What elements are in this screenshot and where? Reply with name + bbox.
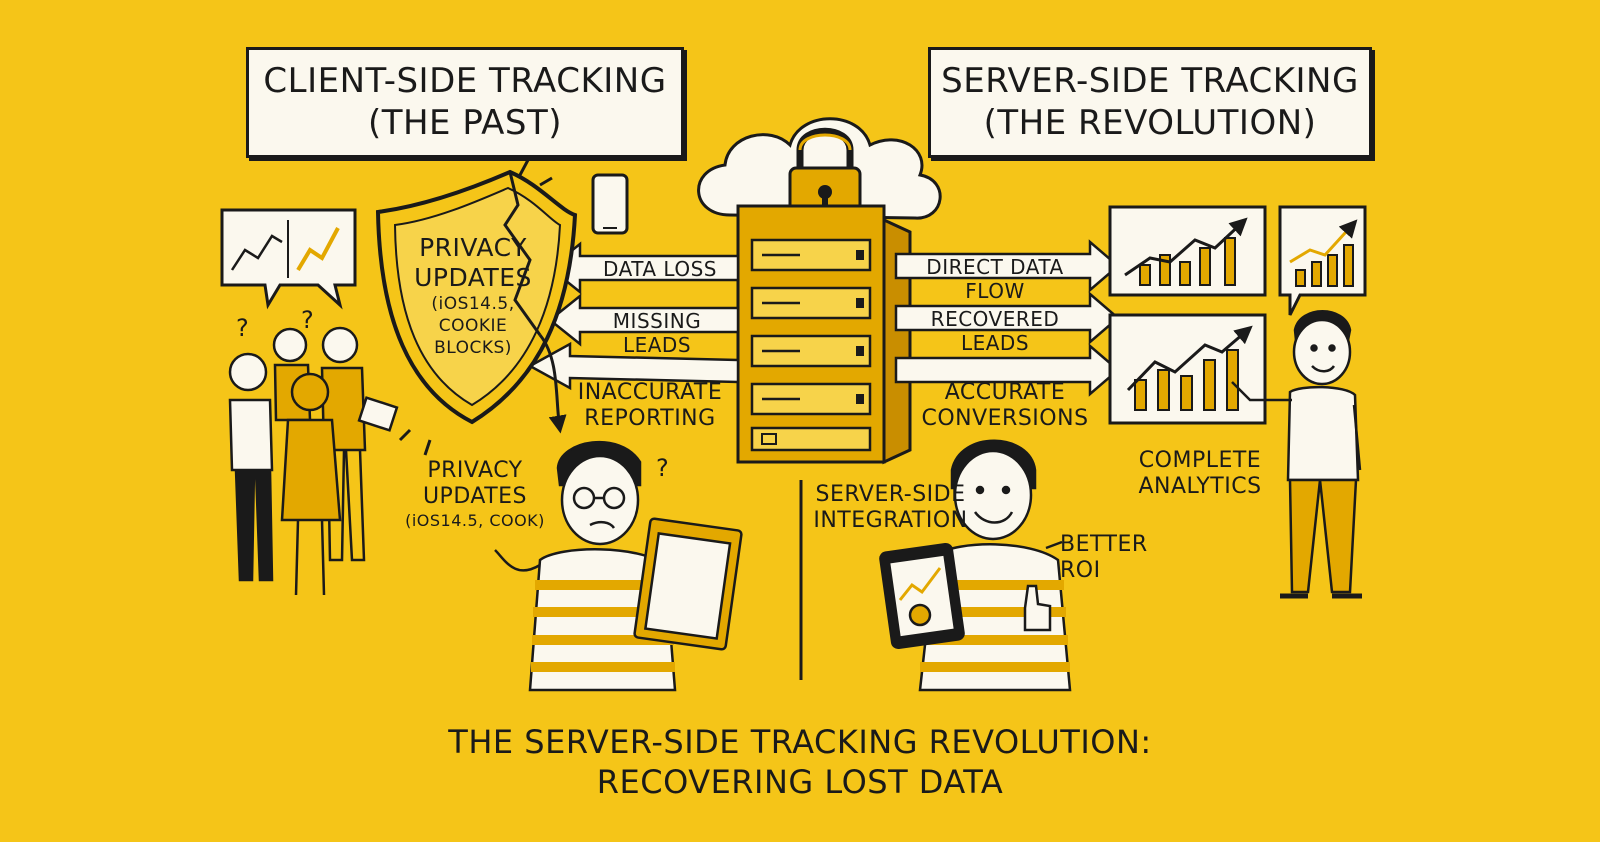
privacy-updates-caption: PRIVACY UPDATES (iOS14.5, COOK) xyxy=(400,458,550,532)
inaccurate-reporting-label: INACCURATE REPORTING xyxy=(570,380,730,432)
left-chart-bubble xyxy=(220,208,357,310)
better-roi-label: BETTER ROI xyxy=(1060,532,1160,584)
server-rack-icon xyxy=(736,204,912,465)
diagram-title: THE SERVER-SIDE TRACKING REVOLUTION: REC… xyxy=(0,722,1600,802)
recovered-leads-arrow xyxy=(894,291,1120,345)
question-marks: ? ? ? xyxy=(236,306,669,482)
server-side-title: SERVER-SIDE TRACKING xyxy=(941,61,1359,101)
privacy-caption-line-1: PRIVACY xyxy=(427,458,523,483)
right-chart-board-main xyxy=(1108,313,1267,425)
shield-line-3: (iOS14.5, xyxy=(431,294,515,314)
better-roi-line-2: ROI xyxy=(1060,558,1101,583)
server-side-integration-label: SERVER-SIDE INTEGRATION xyxy=(808,482,973,534)
svg-text:?: ? xyxy=(236,314,249,342)
client-side-title-box: CLIENT-SIDE TRACKING (THE PAST) xyxy=(246,47,684,158)
complete-analytics-label: COMPLETE ANALYTICS xyxy=(1120,448,1280,500)
accurate-line-2: CONVERSIONS xyxy=(921,406,1089,431)
better-roi-line-1: BETTER xyxy=(1060,532,1148,557)
integration-line-2: INTEGRATION xyxy=(813,508,968,533)
direct-data-flow-label: DIRECT DATA FLOW xyxy=(926,255,1064,303)
recovered-leads-label: RECOVERED LEADS xyxy=(930,307,1060,355)
inaccurate-line-1: INACCURATE xyxy=(577,380,723,405)
cracked-shield-icon xyxy=(375,159,578,456)
presenter-figure xyxy=(1231,310,1362,599)
privacy-caption-line-2: UPDATES xyxy=(422,484,528,509)
missing-leads-arrow xyxy=(547,293,740,347)
complete-analytics-line-2: ANALYTICS xyxy=(1138,474,1262,499)
server-side-title-box: SERVER-SIDE TRACKING (THE REVOLUTION) xyxy=(928,47,1372,158)
direct-data-flow-arrow xyxy=(894,239,1120,293)
diagram-title-line-2: RECOVERING LOST DATA xyxy=(596,763,1004,801)
shield-line-1: PRIVACY xyxy=(419,233,527,262)
diagram-title-line-1: THE SERVER-SIDE TRACKING REVOLUTION: xyxy=(448,723,1152,761)
integration-line-1: SERVER-SIDE xyxy=(815,482,966,507)
shield-line-5: BLOCKS) xyxy=(434,338,512,358)
missing-leads-label: MISSING LEADS xyxy=(612,309,702,357)
client-side-subtitle: (THE PAST) xyxy=(367,103,563,143)
shield-line-2: UPDATES xyxy=(414,263,532,292)
accurate-line-1: ACCURATE xyxy=(944,380,1066,405)
accurate-conversions-label: ACCURATE CONVERSIONS xyxy=(905,380,1105,432)
happy-person-figure xyxy=(879,439,1072,692)
phone-icon xyxy=(591,173,629,235)
worried-person-figure xyxy=(494,440,743,692)
shield-label: PRIVACY UPDATES (iOS14.5, COOKIE BLOCKS) xyxy=(398,233,548,359)
svg-text:?: ? xyxy=(656,454,669,482)
pointer-hints xyxy=(1045,540,1063,550)
svg-text:?: ? xyxy=(301,306,314,334)
data-loss-label: DATA LOSS xyxy=(603,257,717,281)
shield-line-4: COOKIE xyxy=(438,316,508,336)
client-side-title: CLIENT-SIDE TRACKING xyxy=(263,61,667,101)
right-chart-bubble-small xyxy=(1278,205,1367,316)
privacy-caption-line-3: (iOS14.5, COOK) xyxy=(405,511,545,530)
server-side-subtitle: (THE REVOLUTION) xyxy=(983,103,1317,143)
accurate-conversions-arrow xyxy=(894,343,1120,397)
confused-team-figures xyxy=(228,326,399,596)
inaccurate-line-2: REPORTING xyxy=(584,406,716,431)
inaccurate-reporting-arrow xyxy=(527,341,740,391)
right-chart-board-top xyxy=(1108,205,1267,297)
complete-analytics-line-1: COMPLETE xyxy=(1138,448,1262,473)
